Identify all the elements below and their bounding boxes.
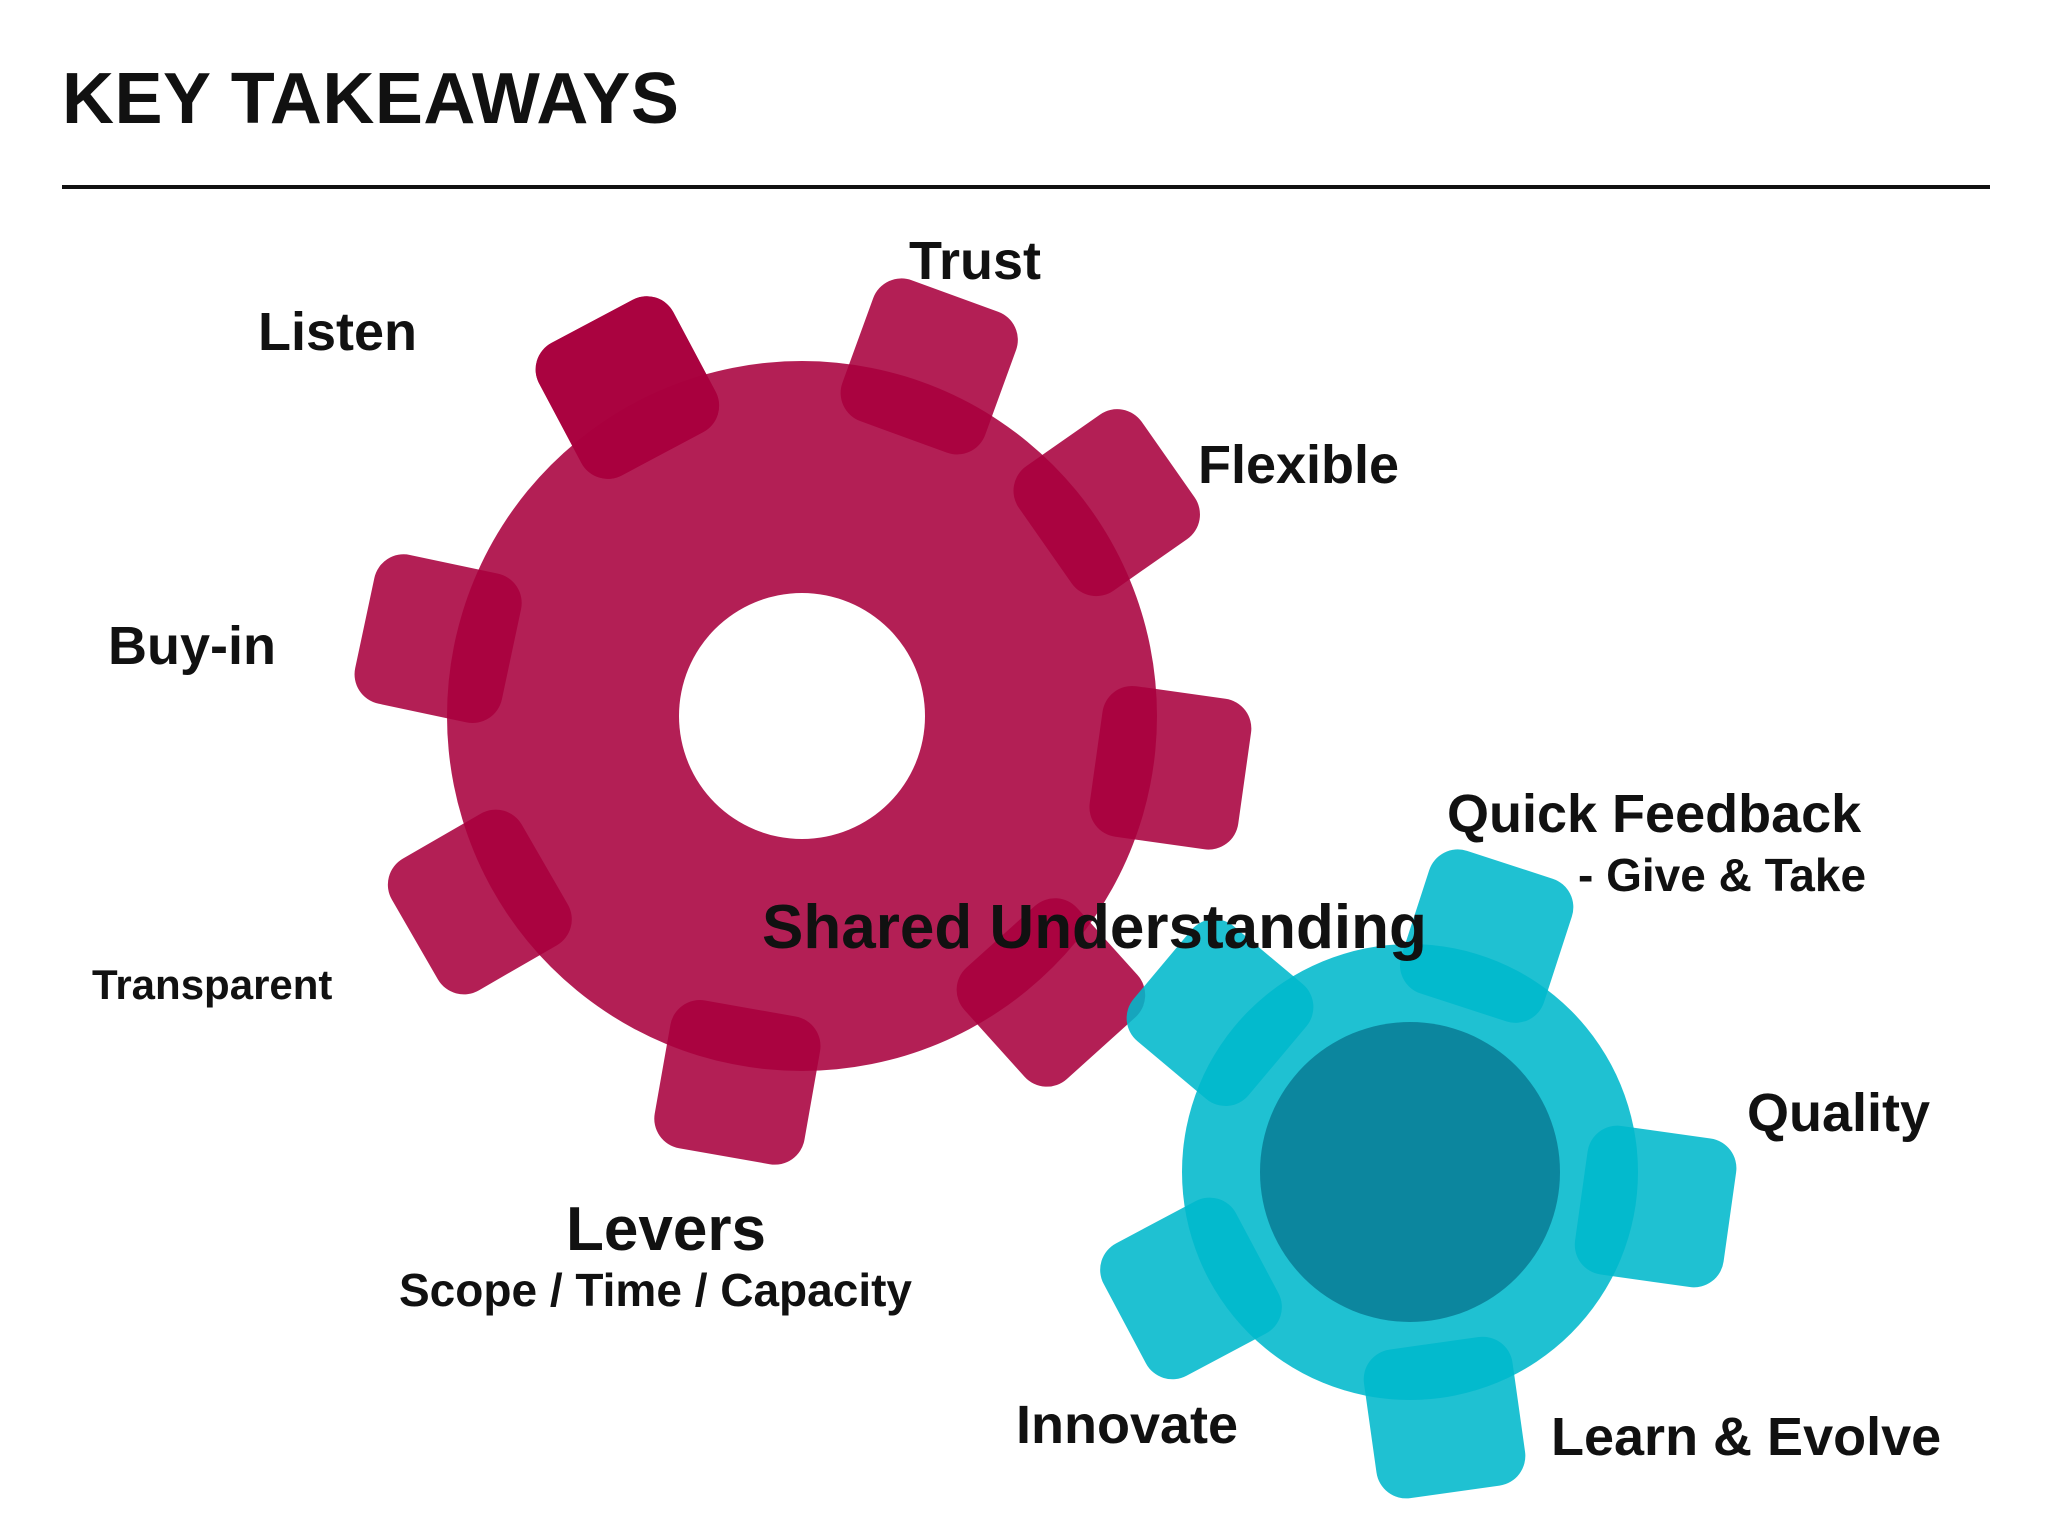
large-gear-hole — [679, 593, 925, 839]
label-levers-subtitle: Scope / Time / Capacity — [399, 1264, 913, 1316]
label-levers: Levers — [566, 1195, 766, 1264]
label-quick-feedback-subtitle: - Give & Take — [1578, 849, 1867, 901]
small-gear — [1100, 849, 1737, 1499]
label-transparent: Transparent — [92, 961, 333, 1008]
label-buy-in: Buy-in — [108, 616, 276, 676]
label-quality: Quality — [1747, 1083, 1931, 1143]
title-divider — [62, 185, 1990, 189]
label-learn-evolve: Learn & Evolve — [1551, 1407, 1942, 1467]
label-shared-understanding: Shared Understanding — [762, 893, 1427, 962]
label-trust: Trust — [909, 231, 1042, 291]
label-listen: Listen — [258, 302, 418, 362]
label-quick-feedback: Quick Feedback — [1447, 784, 1862, 844]
small-gear-hub — [1260, 1022, 1560, 1322]
large-gear — [354, 278, 1252, 1165]
label-flexible: Flexible — [1198, 435, 1400, 495]
slide-title: KEY TAKEAWAYS — [62, 59, 680, 139]
label-innovate: Innovate — [1016, 1395, 1239, 1455]
